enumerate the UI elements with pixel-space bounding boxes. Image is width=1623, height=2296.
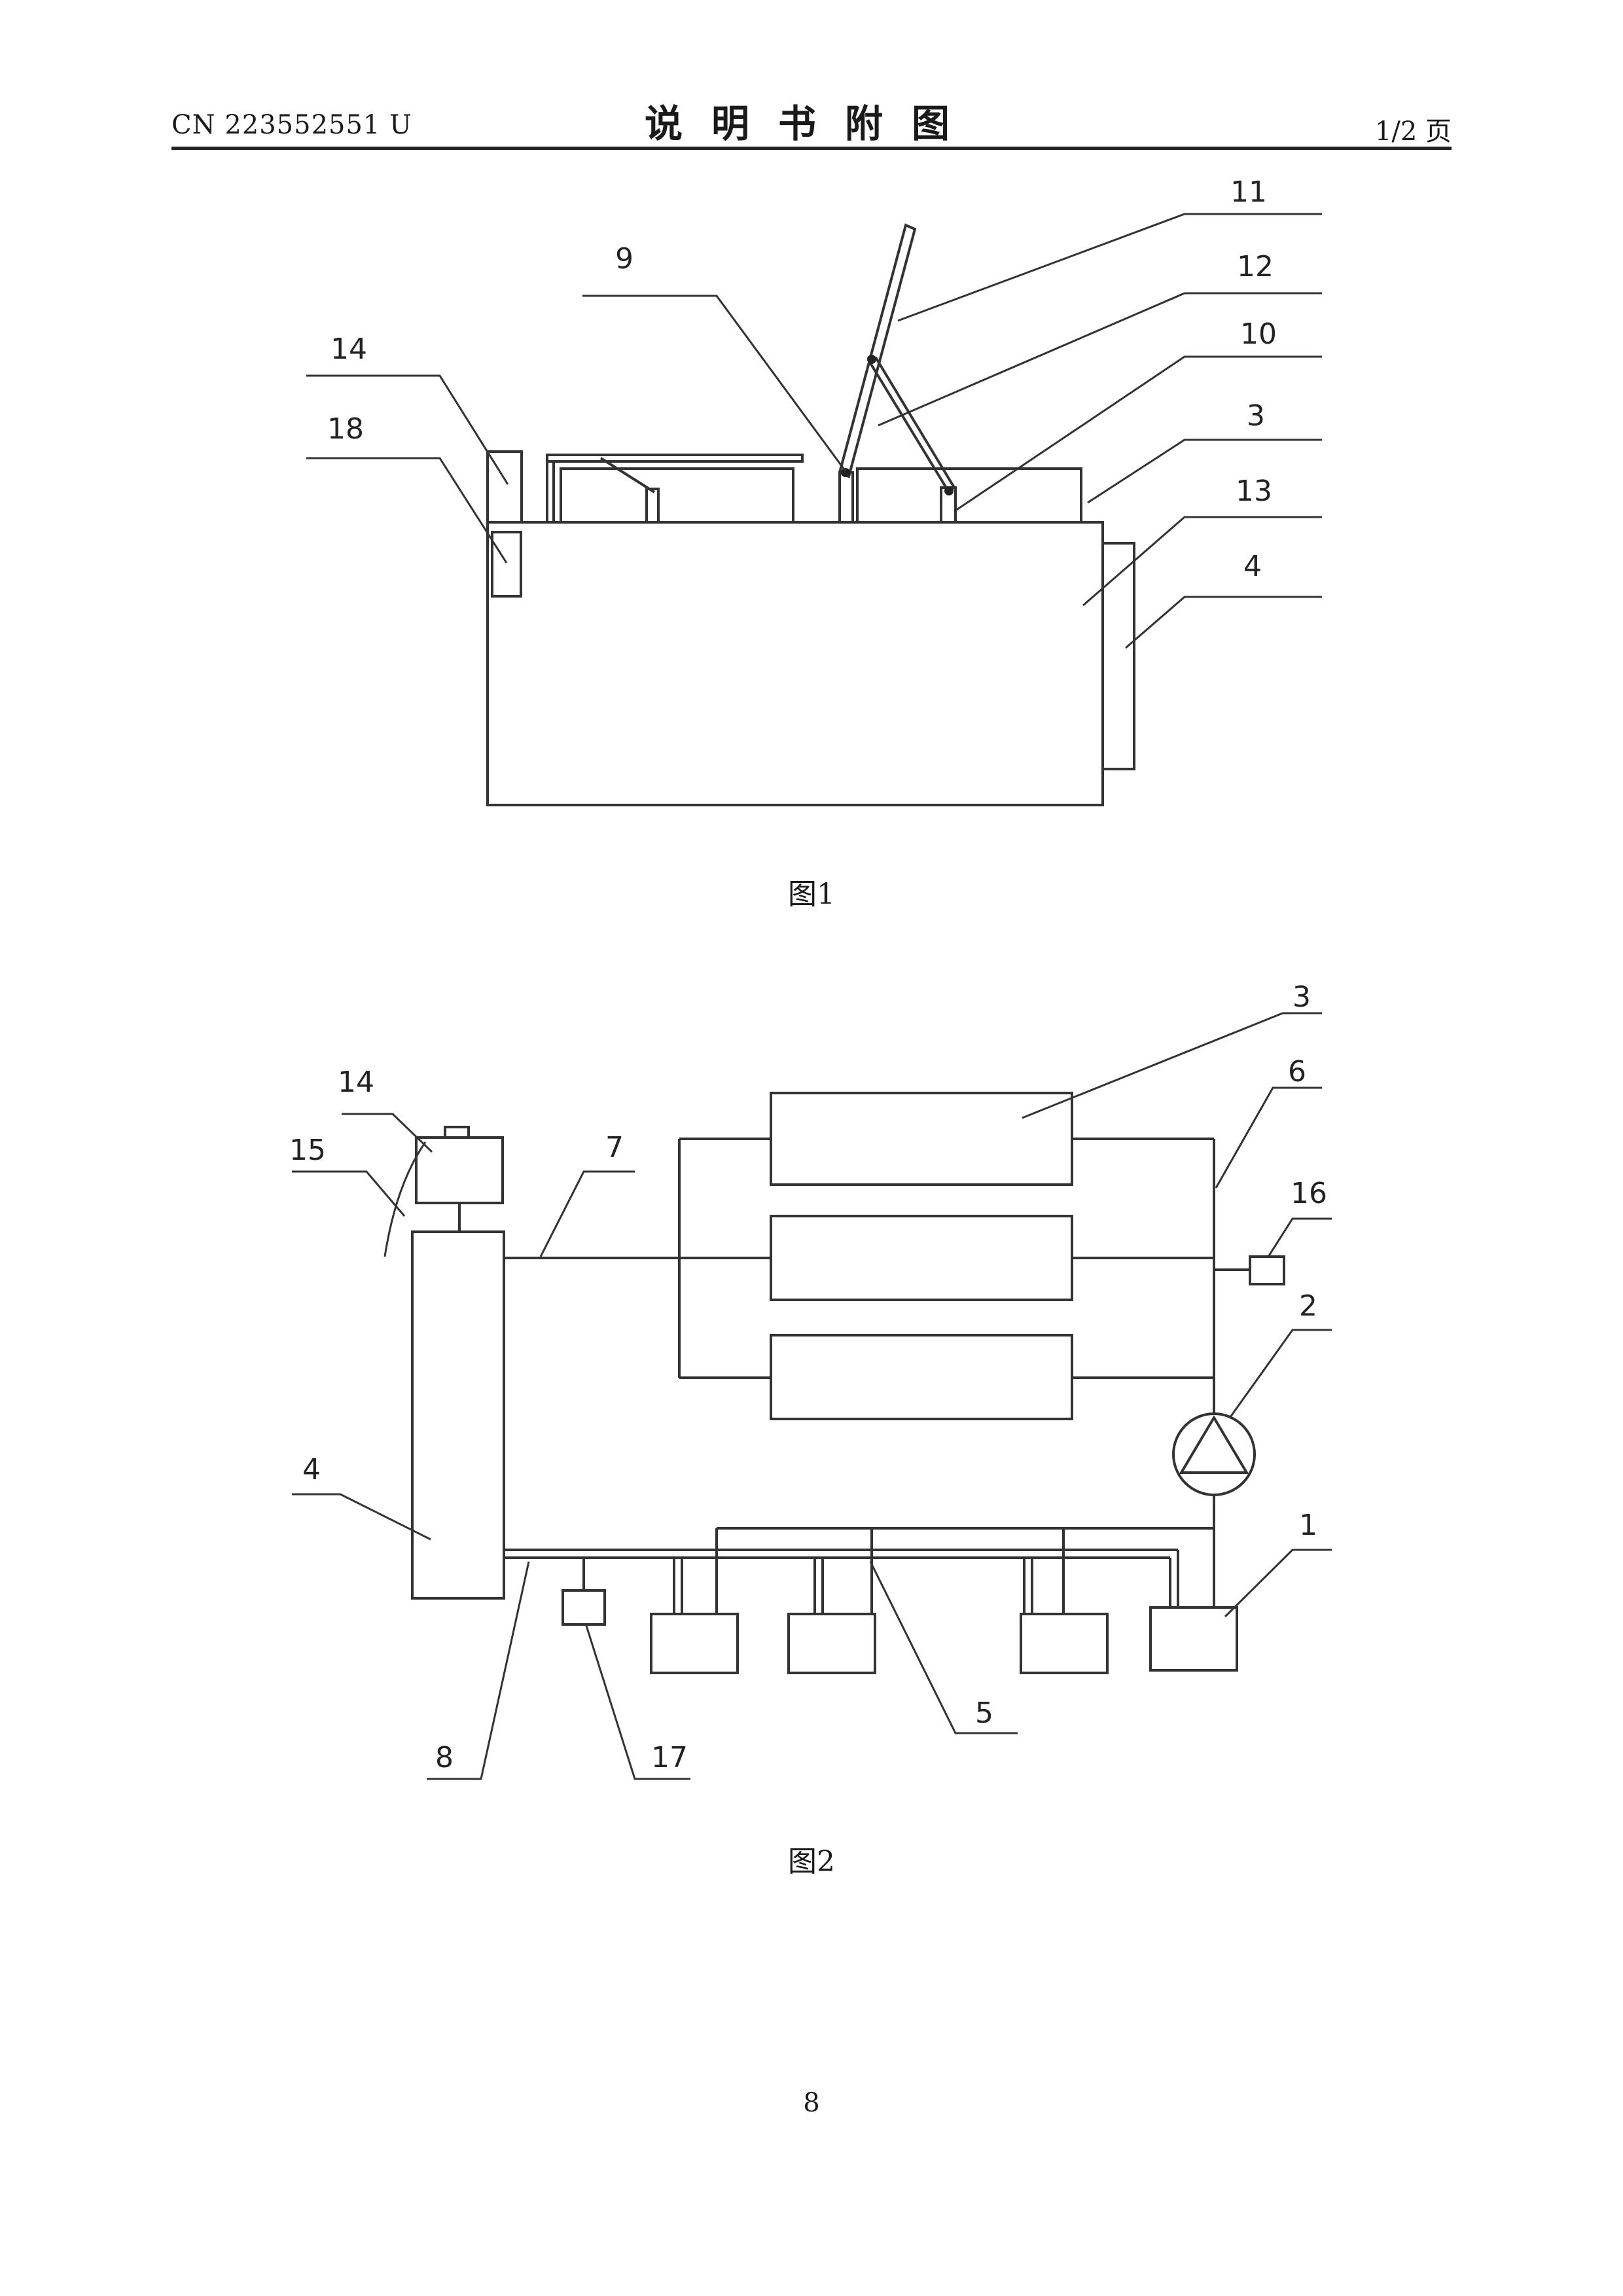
fig2-box-3-top bbox=[771, 1093, 1072, 1185]
figure-2-caption: 图2 bbox=[681, 1838, 942, 1880]
fig2-box-17 bbox=[563, 1590, 605, 1624]
fig2-label-2: 2 bbox=[1299, 1289, 1317, 1323]
fig2-leader-6 bbox=[1216, 1088, 1322, 1188]
fig1-center-post bbox=[840, 473, 853, 522]
fig2-leader-3 bbox=[1022, 1013, 1322, 1118]
fig2-leader-1 bbox=[1225, 1550, 1332, 1617]
fig1-strut-joint bbox=[867, 355, 876, 364]
fig2-leader-4 bbox=[292, 1494, 431, 1539]
fig2-label-5: 5 bbox=[975, 1696, 993, 1730]
fig1-label-4: 4 bbox=[1243, 550, 1262, 583]
fig2-leader-15 bbox=[292, 1172, 404, 1216]
fig2-box-3-bottom bbox=[771, 1335, 1072, 1419]
fig2-leader-7 bbox=[541, 1172, 635, 1257]
fig2-leader-14 bbox=[342, 1114, 432, 1152]
fig1-leader-4 bbox=[1126, 597, 1322, 648]
fig1-label-9: 9 bbox=[615, 242, 633, 276]
fig1-side-part bbox=[1103, 543, 1134, 769]
fig1-raised-lid bbox=[840, 225, 915, 476]
fig1-label-10: 10 bbox=[1240, 317, 1277, 351]
fig1-main-body bbox=[488, 522, 1103, 805]
fig2-label-16: 16 bbox=[1291, 1177, 1327, 1210]
fig1-leader-13 bbox=[1083, 517, 1322, 605]
fig2-box-14 bbox=[416, 1138, 503, 1203]
fig1-label-13: 13 bbox=[1236, 475, 1272, 508]
fig1-strut-foot bbox=[944, 486, 954, 495]
fig2-box-4 bbox=[412, 1232, 504, 1598]
fig2-label-3: 3 bbox=[1293, 980, 1311, 1014]
fig2-leader-2 bbox=[1230, 1330, 1332, 1417]
fig1-leader-18 bbox=[306, 458, 507, 563]
page-number: 8 bbox=[681, 2088, 942, 2118]
fig1-leader-3 bbox=[1088, 440, 1322, 503]
fig2-leader-5 bbox=[870, 1562, 1018, 1733]
fig1-box-18 bbox=[492, 532, 521, 596]
fig2-tank-3 bbox=[1021, 1614, 1107, 1673]
fig1-label-14: 14 bbox=[330, 332, 367, 366]
fig1-hinge bbox=[841, 468, 850, 477]
fig1-left-strut bbox=[601, 458, 654, 492]
fig1-left-lid bbox=[547, 455, 802, 461]
fig2-label-4: 4 bbox=[302, 1453, 321, 1486]
fig2-label-17: 17 bbox=[651, 1741, 688, 1774]
fig2-box-16 bbox=[1250, 1257, 1284, 1284]
fig1-left-container bbox=[561, 469, 793, 522]
fig1-left-lid-post bbox=[547, 461, 554, 522]
fig2-pump bbox=[1173, 1414, 1255, 1495]
fig1-left-strut-base bbox=[647, 489, 658, 522]
fig2-pump-arrow bbox=[1181, 1418, 1247, 1473]
fig1-right-container bbox=[857, 469, 1081, 522]
fig1-leader-9 bbox=[582, 296, 846, 471]
fig1-label-11: 11 bbox=[1230, 175, 1267, 209]
figure-1-caption: 图1 bbox=[681, 870, 942, 912]
fig2-label-7: 7 bbox=[605, 1131, 624, 1164]
fig2-label-8: 8 bbox=[435, 1741, 454, 1774]
fig2-label-6: 6 bbox=[1288, 1055, 1306, 1088]
fig1-lid-strut bbox=[868, 360, 949, 492]
figure-1: 11 9 12 10 14 3 18 13 4 bbox=[306, 175, 1322, 805]
figure-2: 3 14 6 15 7 16 2 4 1 5 8 17 bbox=[289, 980, 1332, 1779]
fig1-box-14 bbox=[488, 452, 522, 522]
fig2-box-14-cap bbox=[445, 1127, 469, 1138]
fig2-box-1 bbox=[1150, 1607, 1237, 1670]
fig2-label-15: 15 bbox=[289, 1134, 326, 1167]
fig2-label-1: 1 bbox=[1299, 1509, 1317, 1542]
fig1-label-3: 3 bbox=[1247, 399, 1265, 433]
fig2-box-3-mid bbox=[771, 1216, 1072, 1300]
fig2-tank-2 bbox=[789, 1614, 875, 1673]
fig1-label-18: 18 bbox=[327, 412, 364, 446]
fig1-label-12: 12 bbox=[1237, 250, 1274, 283]
fig2-leader-16 bbox=[1268, 1219, 1332, 1257]
fig2-label-14: 14 bbox=[338, 1066, 374, 1099]
fig2-tank-1 bbox=[651, 1614, 738, 1673]
